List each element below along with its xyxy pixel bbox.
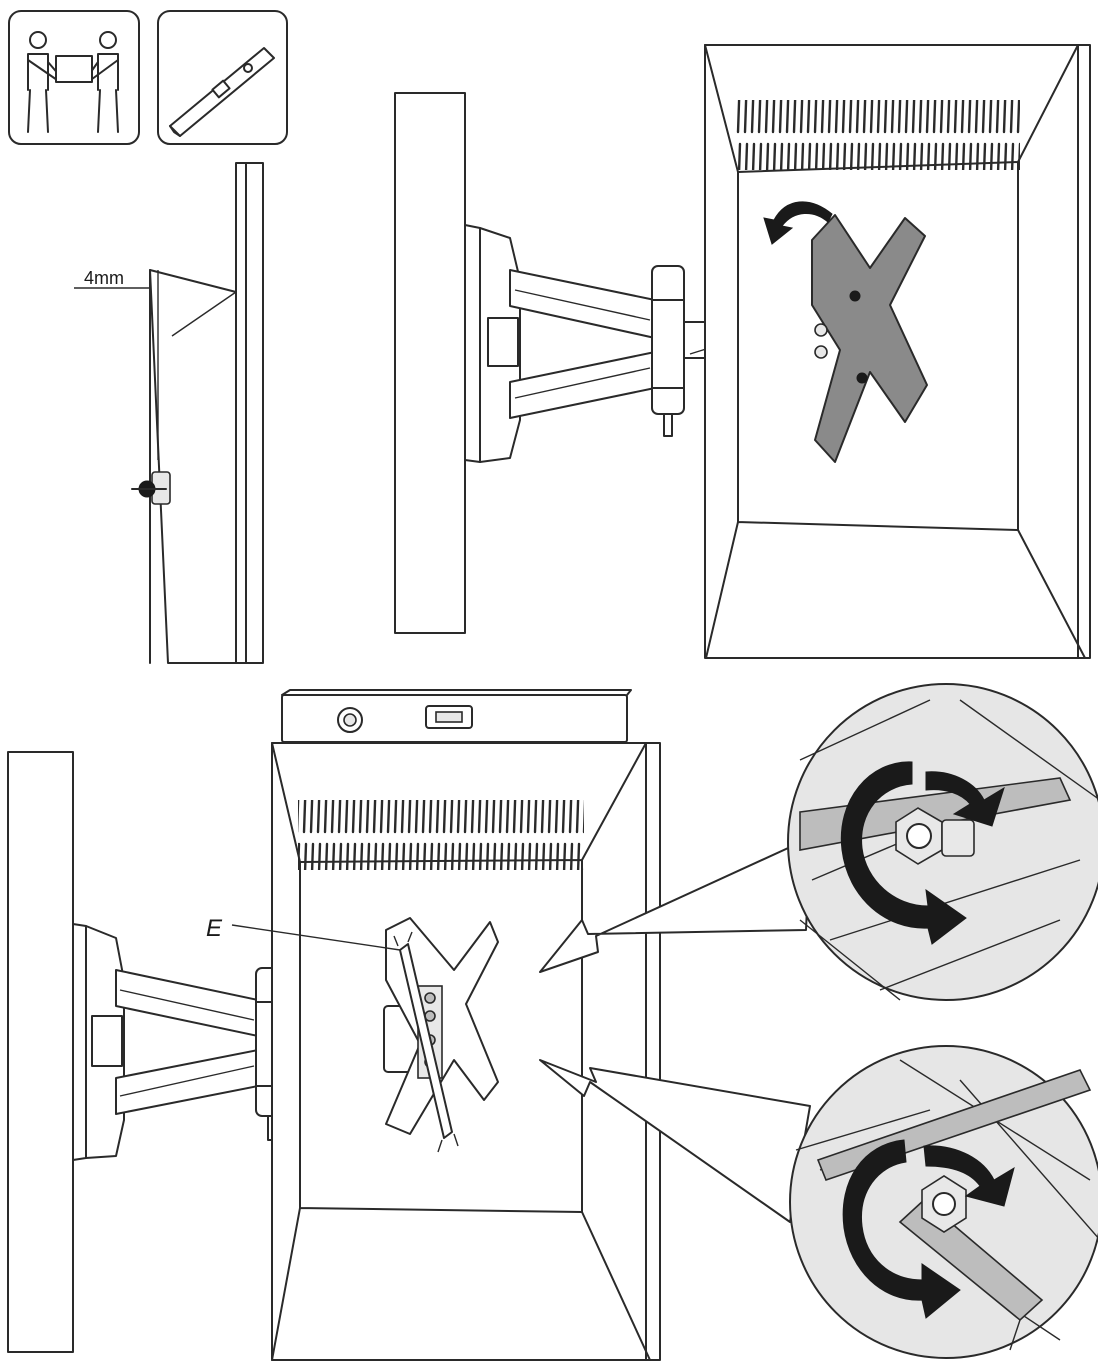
callout-arrow-lower bbox=[539, 1059, 811, 1223]
spirit-level-icon bbox=[157, 10, 288, 145]
side-view-gap-detail: 4mm bbox=[74, 162, 264, 664]
two-person-lift-icon bbox=[8, 10, 140, 145]
bottom-mount-assembly: E bbox=[7, 689, 811, 1361]
vent-grille-bottom bbox=[298, 800, 584, 870]
callout-arrow-upper bbox=[539, 837, 811, 973]
wall-slab-bottom bbox=[7, 751, 74, 1353]
top-mount-assembly bbox=[394, 44, 1091, 659]
detail-circle-upper bbox=[787, 683, 1098, 1001]
gap-dimension-label: 4mm bbox=[84, 268, 124, 288]
rotate-arrow-icon bbox=[763, 201, 833, 245]
tighten-arrow-icon-upper bbox=[840, 761, 967, 945]
vesa-plate-top bbox=[811, 214, 928, 463]
vent-grille-top bbox=[736, 100, 1020, 170]
tighten-arrow-icon-lower bbox=[842, 1139, 961, 1319]
detail-circle-lower bbox=[789, 1045, 1098, 1359]
bracket-label-e: E bbox=[206, 915, 223, 942]
wrench-e bbox=[399, 943, 453, 1139]
wall-slab-top bbox=[394, 92, 466, 634]
